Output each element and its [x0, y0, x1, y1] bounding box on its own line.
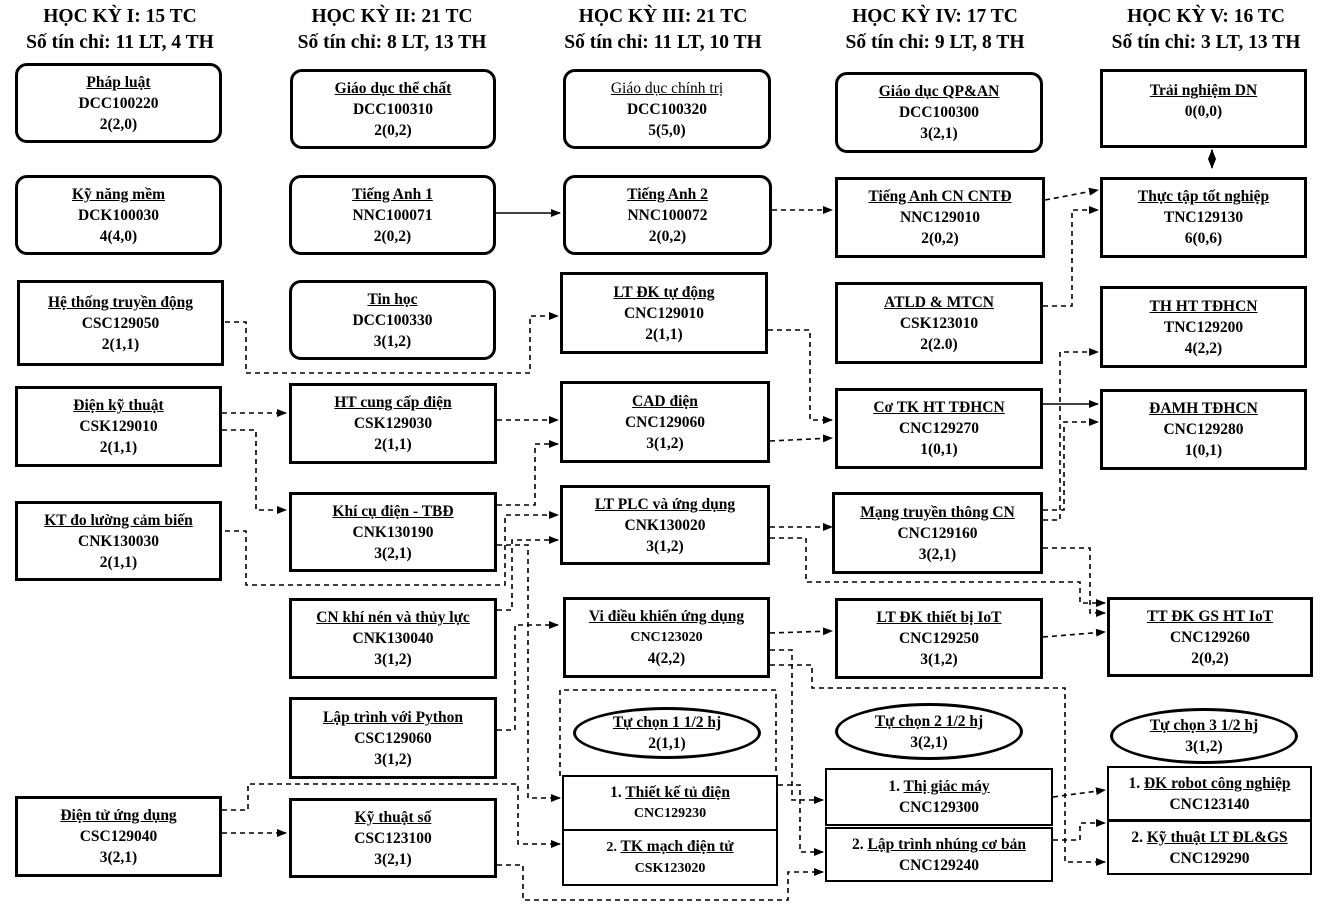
arrow-e2-e3-2: [1053, 819, 1106, 841]
arrow-cad-cotk: [769, 434, 833, 443]
arrow-vdk-iot: [769, 627, 833, 636]
arrow-atld-thuctap: [1043, 206, 1099, 307]
arrow-mang-damh: [1043, 418, 1099, 511]
arrow-dkt-khicu: [222, 429, 287, 514]
arrow-dtud-e1: [222, 783, 561, 848]
arrow-httd-ltdk: [225, 312, 559, 374]
arrow-cnkn-plc: [497, 536, 559, 611]
arrow-e1-e2-2: [778, 784, 824, 856]
arrow-mang-ttdk: [1043, 547, 1106, 617]
elective-1-outline: [559, 689, 777, 776]
elective-2-option-1: 1. Thị giác máy CNC129300: [825, 768, 1053, 826]
elective-1-option-1: 1. Thiết kế tủ điện CNC129230: [562, 775, 778, 831]
arrow-kts-e2: [497, 864, 824, 901]
arrow-iot-ttdk: [1042, 628, 1106, 638]
arrow-vdk-e2: [770, 649, 824, 804]
elective-1-option-2: 2. TK mạch điện tử CSK123020: [562, 829, 778, 886]
elective-3-option-2: 2. Kỹ thuật LT ĐL&GS CNC129290: [1107, 820, 1312, 875]
arrow-ltdk-cotk: [768, 329, 833, 424]
arrow-khicu-cad: [497, 440, 559, 506]
arrow-plc-ttdk: [770, 537, 1106, 607]
elective-3-option-1: 1. ĐK robot công nghiệp CNC123140: [1107, 766, 1312, 821]
elective-2-option-2: 2. Lập trình nhúng cơ bản CNC129240: [825, 827, 1053, 882]
arrow-python-vdk: [497, 621, 559, 731]
arrow-tacn-thuctap: [1044, 187, 1099, 201]
arrow-khicu-e1: [497, 544, 561, 802]
arrow-vdk-e3: [770, 664, 1106, 866]
arrow-mang-th: [1043, 348, 1099, 521]
arrow-e2-e3-1: [1052, 787, 1106, 798]
